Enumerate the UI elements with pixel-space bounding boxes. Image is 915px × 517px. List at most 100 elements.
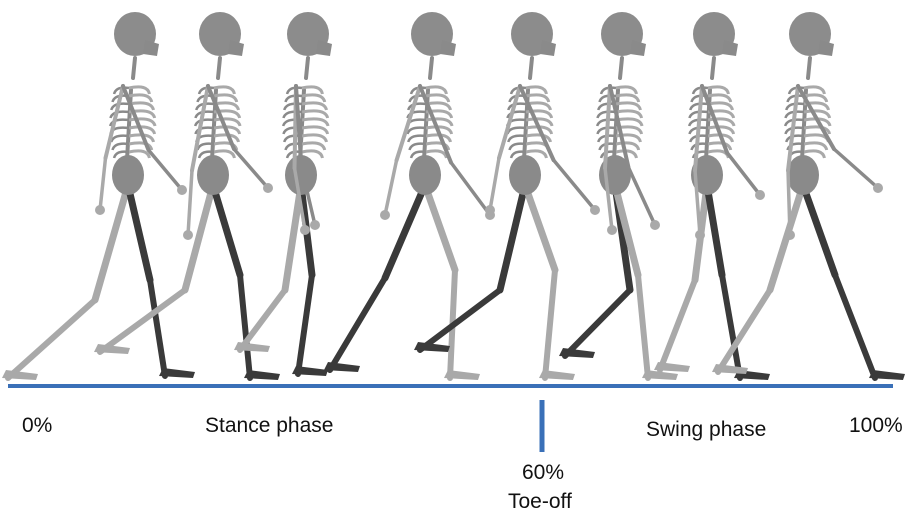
skeleton-frame-4	[324, 12, 495, 380]
skeleton-frame-3	[234, 12, 332, 376]
skeleton-frame-5	[414, 12, 600, 380]
rib	[804, 143, 827, 150]
front-femur	[128, 185, 150, 280]
front-hand	[590, 205, 600, 215]
rib	[426, 119, 452, 126]
front-hand	[650, 220, 660, 230]
stance-phase-label: Stance phase	[205, 414, 333, 438]
front-forearm	[149, 150, 183, 190]
rib	[616, 111, 642, 118]
back-femur	[385, 185, 425, 278]
back-forearm	[788, 171, 790, 236]
jaw	[143, 40, 159, 56]
back-hand	[95, 205, 105, 215]
front-hand	[310, 220, 320, 230]
rib	[302, 119, 328, 126]
rib	[302, 111, 328, 118]
front-hand	[873, 183, 883, 193]
jaw	[440, 40, 456, 56]
back-hand	[300, 225, 310, 235]
back-femur	[500, 185, 525, 290]
back-tibia	[100, 290, 185, 352]
rib	[302, 127, 328, 134]
neck	[218, 58, 220, 78]
neck	[808, 58, 810, 78]
back-hand	[485, 205, 495, 215]
toe-off-label: Toe-off	[508, 490, 572, 514]
cycle-end-label: 100%	[849, 414, 903, 438]
front-forearm	[554, 160, 596, 210]
back-tibia	[330, 278, 385, 370]
back-forearm	[188, 171, 192, 236]
front-forearm	[727, 153, 760, 196]
front-hand	[177, 185, 187, 195]
rib	[708, 119, 734, 126]
neck	[530, 58, 532, 78]
rib	[110, 112, 129, 118]
front-femur	[803, 185, 835, 275]
neck	[620, 58, 622, 78]
rib	[616, 103, 640, 110]
rib	[302, 143, 325, 150]
jaw	[540, 40, 556, 56]
front-tibia	[150, 280, 165, 376]
front-tibia	[298, 275, 312, 374]
back-forearm	[100, 158, 106, 210]
rib	[302, 135, 326, 142]
rib	[129, 119, 155, 126]
rib	[616, 143, 639, 150]
rib	[214, 119, 240, 126]
skeleton-frame-6	[559, 12, 678, 380]
back-hand	[607, 225, 617, 235]
back-hand	[380, 210, 390, 220]
jaw	[722, 40, 738, 56]
front-forearm	[234, 149, 268, 188]
skeleton-frame-1	[2, 12, 195, 380]
skeleton-sequence	[2, 12, 905, 380]
back-humerus	[397, 86, 421, 161]
front-hand	[263, 183, 273, 193]
front-tibia	[545, 270, 555, 378]
front-hand	[755, 190, 765, 200]
rib	[508, 104, 526, 110]
jaw	[316, 40, 332, 56]
back-humerus	[605, 86, 610, 168]
jaw	[630, 40, 646, 56]
cycle-start-label: 0%	[22, 414, 52, 438]
swing-phase-label: Swing phase	[646, 418, 766, 442]
back-hand	[183, 230, 193, 240]
back-forearm	[385, 161, 397, 216]
back-tibia	[660, 280, 695, 370]
back-hand	[785, 230, 795, 240]
toe-off-percent-label: 60%	[522, 461, 564, 485]
neck	[430, 58, 432, 78]
back-forearm	[490, 158, 499, 210]
front-femur	[213, 185, 240, 275]
rib-cage	[507, 87, 552, 158]
neck	[712, 58, 714, 78]
rib	[214, 135, 238, 142]
front-femur	[525, 185, 555, 270]
front-femur	[425, 185, 455, 270]
front-forearm	[629, 168, 656, 226]
skeleton-frame-7	[654, 12, 770, 380]
front-tibia	[835, 275, 875, 378]
front-femur	[707, 185, 722, 275]
jaw	[228, 40, 244, 56]
rib-cage	[283, 87, 328, 158]
rib	[507, 128, 526, 134]
back-tibia	[565, 290, 630, 356]
front-forearm	[834, 149, 878, 188]
front-forearm	[451, 163, 490, 216]
front-tibia	[240, 275, 250, 378]
neck	[133, 58, 135, 78]
back-tibia	[8, 300, 95, 378]
neck	[306, 58, 308, 78]
front-humerus	[296, 86, 302, 168]
back-tibia	[420, 290, 500, 350]
rib	[302, 103, 326, 110]
rib	[195, 120, 214, 126]
rib	[407, 128, 426, 134]
skeleton-frame-8	[712, 12, 905, 380]
